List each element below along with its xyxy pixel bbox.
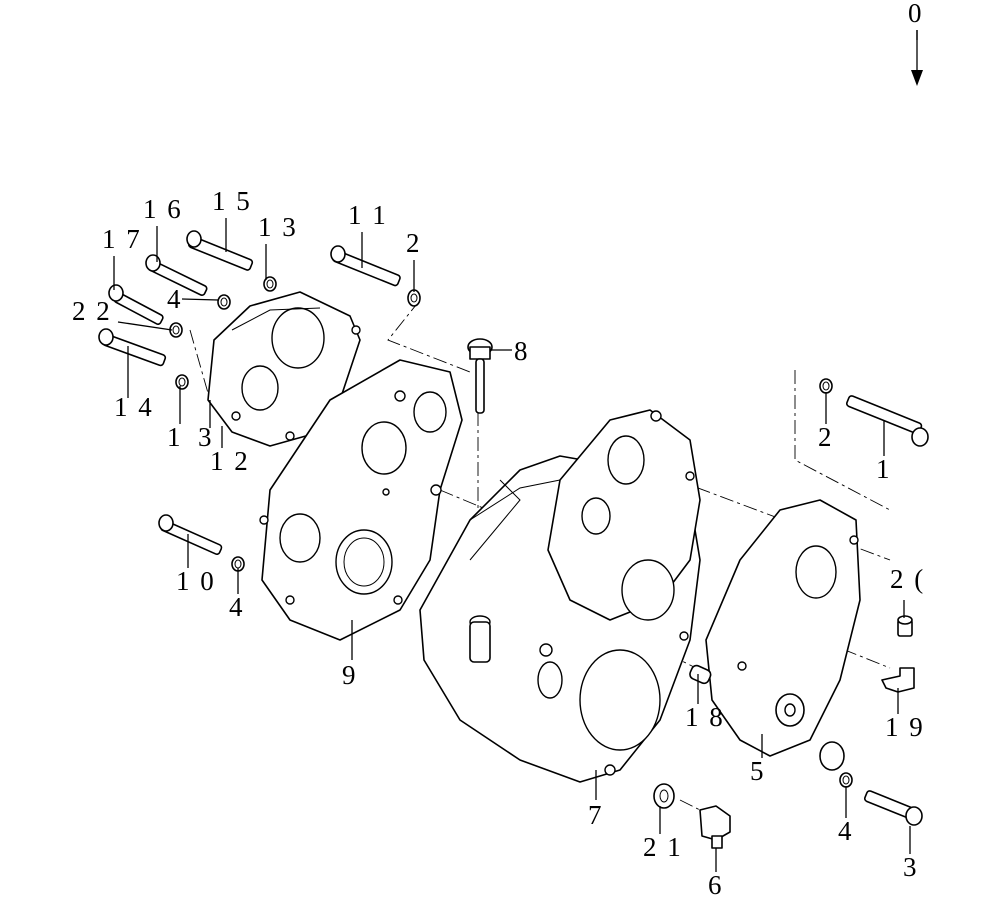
callout-c4a: 4 — [167, 284, 183, 314]
callout-c7: 7 — [588, 800, 604, 830]
callout-c6: 6 — [708, 870, 724, 900]
callout-c13: 1 3 — [258, 212, 298, 242]
callout-c4b: 4 — [229, 592, 245, 622]
bolt-part-1 — [845, 395, 929, 447]
dipstick-part — [467, 338, 493, 414]
right-cover-part — [705, 499, 861, 771]
callout-c22: 2 2 — [72, 296, 112, 326]
callout-c0: 0 — [908, 0, 924, 28]
gasket-plate-part — [259, 359, 463, 641]
callout-c14: 1 4 — [114, 392, 154, 422]
callout-c19: 1 9 — [885, 712, 925, 742]
front-flange-part — [547, 409, 701, 641]
bolt-part-14 — [98, 328, 167, 367]
callout-c17: 1 7 — [102, 224, 142, 254]
bolt-part-16 — [145, 254, 208, 296]
bolt-part-3 — [863, 790, 923, 826]
callout-c18: 1 8 — [685, 702, 725, 732]
bolt-part-10 — [158, 514, 223, 556]
callout-c10: 1 0 — [176, 566, 216, 596]
callout-c4c: 4 — [838, 816, 854, 846]
callout-c2b: 2 — [818, 422, 834, 452]
callout-c20: 2 ( — [890, 564, 925, 594]
bolt-part-11 — [330, 245, 401, 287]
callout-c12: 1 2 — [210, 446, 250, 476]
callout-c1a: 1 — [167, 422, 183, 452]
callout-c1b: 1 — [876, 454, 892, 484]
callout-c21: 2 1 — [643, 832, 683, 862]
bolt-part-15 — [186, 230, 254, 271]
callout-c5: 5 — [750, 756, 766, 786]
callout-c11: 1 1 — [348, 200, 388, 230]
callout-c3a: 3 — [198, 422, 214, 452]
callout-c8: 8 — [514, 336, 530, 366]
washers — [169, 276, 853, 809]
bolt-part-17 — [108, 284, 164, 325]
callout-c16: 1 6 — [143, 194, 183, 224]
callout-c2a: 2 — [406, 228, 422, 258]
small-fittings — [689, 615, 915, 849]
callout-c3b: 3 — [903, 852, 919, 882]
callout-c15: 1 5 — [212, 186, 252, 216]
callout-c9: 9 — [342, 660, 358, 690]
leader-lines — [113, 30, 918, 872]
